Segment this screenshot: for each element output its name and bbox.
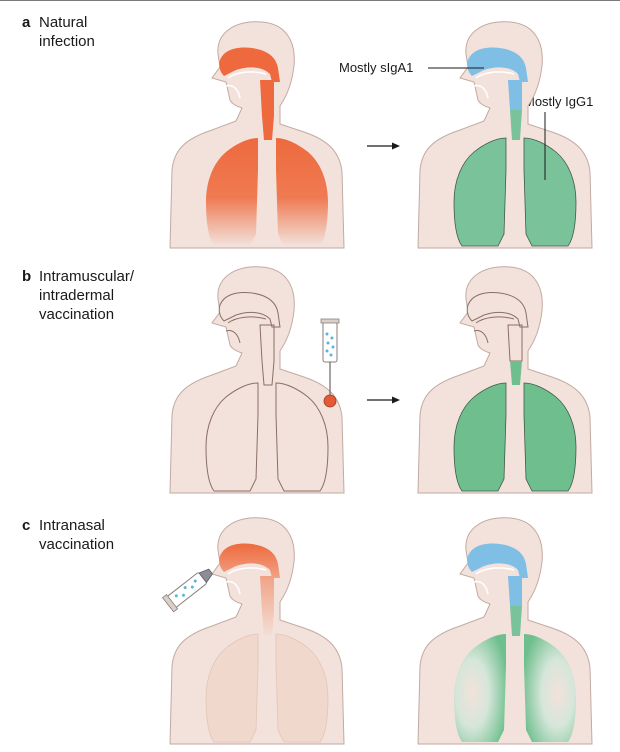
figure-a-infection — [169, 21, 345, 249]
figure-c-vaccination — [169, 517, 345, 745]
panel-a-letter: a — [22, 14, 31, 31]
figure-c-response — [417, 517, 593, 745]
panel-c-letter: c — [22, 517, 31, 534]
syringe-icon — [320, 318, 340, 408]
figure-b-response — [417, 266, 593, 494]
top-rule — [0, 0, 620, 1]
igg-annotation: Mostly IgG1 — [524, 94, 594, 109]
siga-annotation: Mostly sIgA1 — [339, 60, 414, 75]
panel-b-letter: b — [22, 268, 32, 285]
arrow-icon-a — [367, 142, 400, 150]
arrow-icon-b — [367, 396, 400, 404]
injection-site-dot — [323, 394, 337, 408]
figure-b-vaccination — [169, 266, 345, 494]
figure-a-response — [417, 21, 593, 249]
nasal-spray-icon — [161, 568, 213, 613]
